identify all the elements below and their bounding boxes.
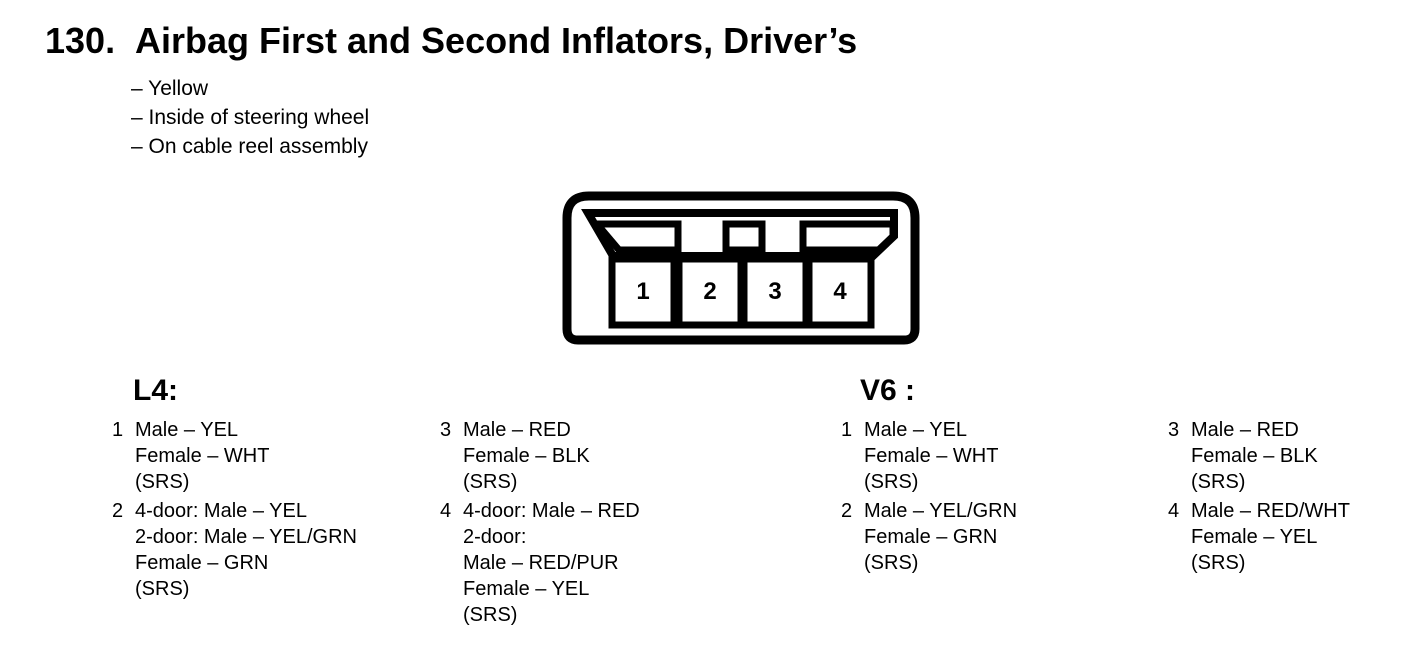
pin-box-label: 3	[768, 278, 781, 305]
pin-lines: 4-door: Male – RED 2-door: Male – RED/PU…	[463, 498, 640, 628]
pin-number: 2	[112, 500, 124, 522]
page-title: Airbag First and Second Inflators, Drive…	[135, 20, 858, 61]
bullet-item: – Inside of steering wheel	[131, 106, 370, 129]
pin-lines: 4-door: Male – YEL 2-door: Male – YEL/GR…	[135, 498, 357, 602]
connector-diagram: 1 2 3 4	[562, 191, 920, 345]
pin-box: 1	[608, 255, 678, 329]
pin-lines: Male – RED Female – BLK (SRS)	[1191, 417, 1318, 495]
pin-entry: 4 4-door: Male – RED 2-door: Male – RED/…	[440, 498, 640, 628]
v6-column-2: 3 Male – RED Female – BLK (SRS) 4 Male –…	[1168, 417, 1350, 579]
bullet-item: – On cable reel assembly	[131, 135, 368, 158]
pin-line: Male – YEL	[135, 419, 239, 441]
section-heading-l4: L4:	[133, 374, 178, 407]
pin-box: 4	[805, 255, 875, 329]
pin-line: Female – GRN	[135, 552, 269, 574]
pin-line: Female – YEL	[1191, 526, 1318, 548]
pin-lines: Male – RED/WHT Female – YEL (SRS)	[1191, 498, 1350, 576]
bullet-item: – Yellow	[131, 77, 209, 100]
pin-lines: Male – YEL Female – WHT (SRS)	[135, 417, 269, 495]
pin-line: Female – WHT	[864, 445, 999, 467]
pin-entry: 2 Male – YEL/GRN Female – GRN (SRS)	[841, 498, 1017, 576]
connector-key-square	[722, 220, 766, 254]
pin-box-label: 1	[636, 278, 649, 305]
pin-line: (SRS)	[1191, 552, 1246, 574]
pin-line: Male – RED	[463, 419, 571, 441]
pin-line: 2-door:	[463, 526, 527, 548]
pin-number: 1	[841, 419, 853, 441]
figure-number: 130.	[45, 20, 116, 61]
pin-line: (SRS)	[463, 471, 518, 493]
pin-line: Female – WHT	[135, 445, 270, 467]
pin-line: 4-door: Male – YEL	[135, 500, 307, 522]
l4-column-2: 3 Male – RED Female – BLK (SRS) 4 4-door…	[440, 417, 640, 631]
pin-line: Female – BLK	[463, 445, 590, 467]
pin-box: 2	[675, 255, 745, 329]
pin-lines: Male – RED Female – BLK (SRS)	[463, 417, 590, 495]
pin-line: Female – BLK	[1191, 445, 1318, 467]
pin-line: (SRS)	[864, 552, 919, 574]
pin-line: (SRS)	[1191, 471, 1246, 493]
l4-column-1: 1 Male – YEL Female – WHT (SRS) 2 4-door…	[112, 417, 357, 605]
connector-housing	[562, 191, 920, 345]
pin-line: Male – RED/WHT	[1191, 500, 1350, 522]
pin-line: (SRS)	[135, 578, 190, 600]
pin-line: Female – YEL	[463, 578, 590, 600]
pin-number: 1	[112, 419, 124, 441]
pin-box-label: 4	[833, 278, 847, 305]
pin-line: Male – RED	[1191, 419, 1299, 441]
pin-lines: Male – YEL/GRN Female – GRN (SRS)	[864, 498, 1017, 576]
pin-box-label: 2	[703, 278, 716, 305]
pin-entry: 1 Male – YEL Female – WHT (SRS)	[841, 417, 1017, 495]
pin-entry: 2 4-door: Male – YEL 2-door: Male – YEL/…	[112, 498, 357, 602]
pin-line: Female – GRN	[864, 526, 998, 548]
pin-entry: 3 Male – RED Female – BLK (SRS)	[440, 417, 640, 495]
pin-number: 4	[1168, 500, 1180, 522]
pin-number: 2	[841, 500, 853, 522]
pin-number: 3	[440, 419, 452, 441]
pin-line: (SRS)	[135, 471, 190, 493]
pin-line: (SRS)	[864, 471, 919, 493]
connector-slot-left	[589, 220, 682, 254]
pin-number: 4	[440, 500, 452, 522]
pin-line: (SRS)	[463, 604, 518, 626]
pin-box: 3	[740, 255, 810, 329]
section-heading-v6: V6 :	[860, 374, 916, 407]
pin-line: Male – YEL	[864, 419, 968, 441]
pin-lines: Male – YEL Female – WHT (SRS)	[864, 417, 998, 495]
pin-line: 2-door: Male – YEL/GRN	[135, 526, 357, 548]
v6-column-1: 1 Male – YEL Female – WHT (SRS) 2 Male –…	[841, 417, 1017, 579]
pin-entry: 1 Male – YEL Female – WHT (SRS)	[112, 417, 357, 495]
pin-line: Male – YEL/GRN	[864, 500, 1018, 522]
pin-entry: 3 Male – RED Female – BLK (SRS)	[1168, 417, 1350, 495]
pin-entry: 4 Male – RED/WHT Female – YEL (SRS)	[1168, 498, 1350, 576]
bullet-list: – Yellow – Inside of steering wheel – On…	[131, 74, 369, 161]
pin-line: 4-door: Male – RED	[463, 500, 640, 522]
connector-slot-right	[799, 220, 897, 254]
pin-number: 3	[1168, 419, 1180, 441]
pin-line: Male – RED/PUR	[463, 552, 619, 574]
